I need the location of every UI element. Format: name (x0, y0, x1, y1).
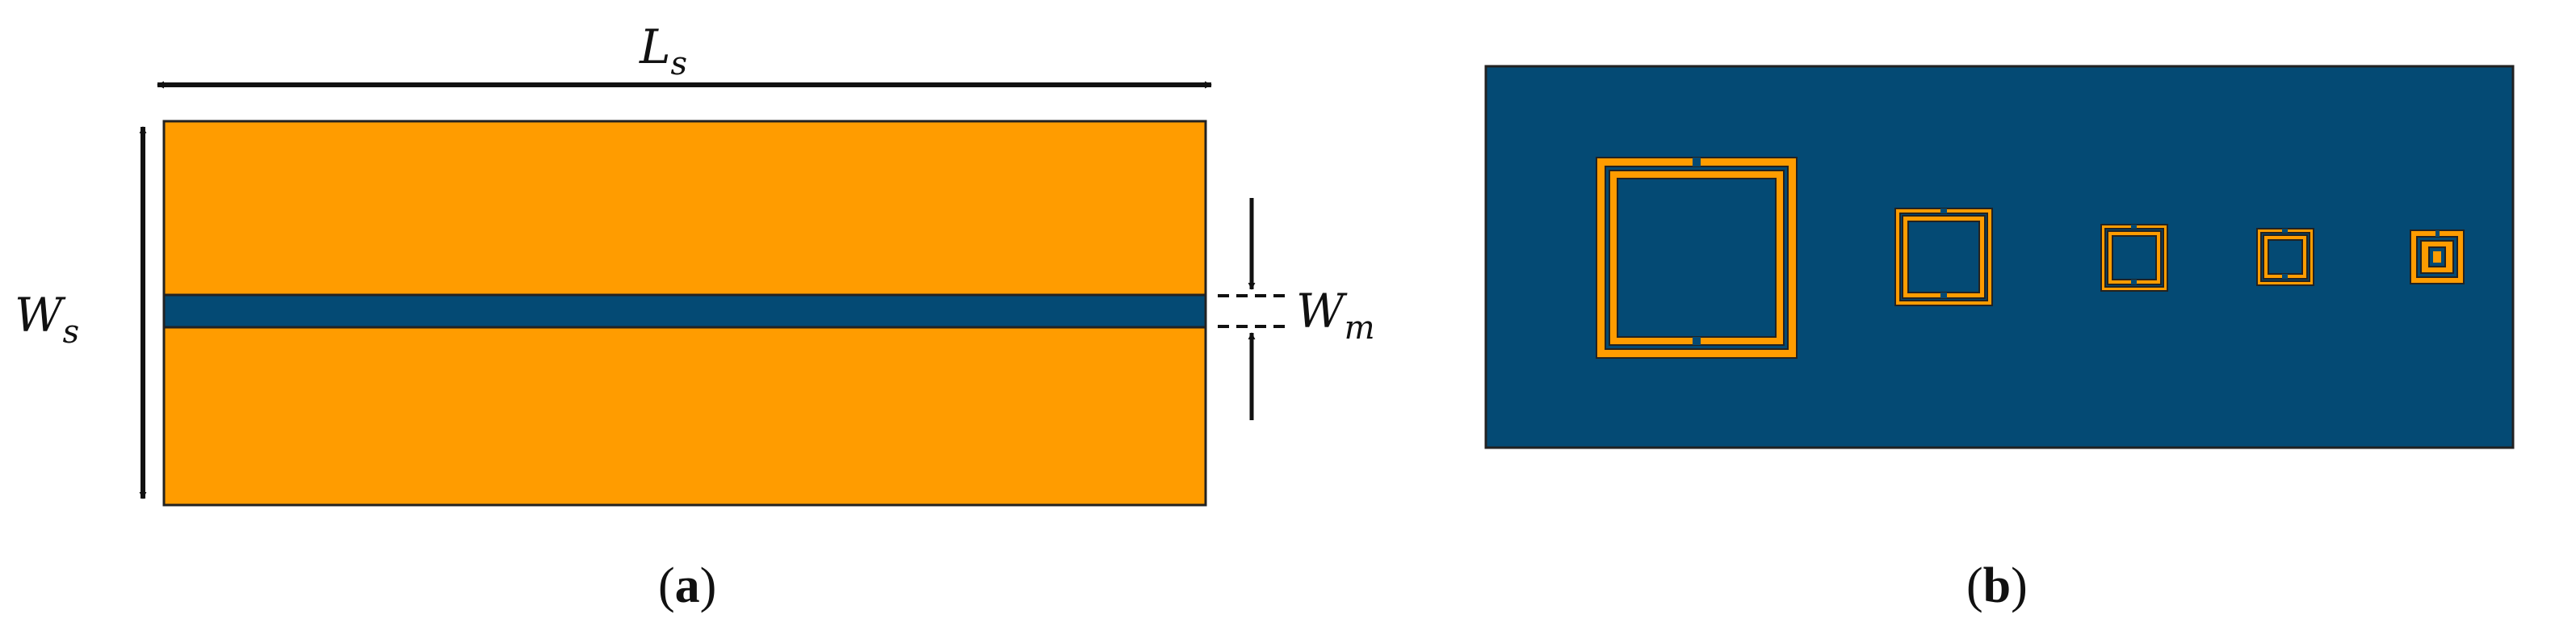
resonator-3 (2100, 224, 2168, 292)
substrate-bottom (162, 326, 1207, 507)
panel-a: Ls Ws Wm (a) (15, 19, 1375, 613)
panel-b: (b) (1484, 65, 2515, 613)
resonator-5 (2410, 229, 2465, 284)
width-label: Ws (15, 288, 79, 351)
caption-b: (b) (1966, 558, 2028, 613)
length-label: Ls (639, 19, 687, 82)
substrate-top (162, 120, 1207, 297)
microstrip-line (162, 293, 1207, 329)
microstrip-width-label: Wm (1296, 284, 1375, 347)
resonator-1 (1596, 157, 1798, 359)
resonator-2 (1894, 208, 1993, 306)
caption-a: (a) (658, 558, 716, 613)
resonator-4 (2256, 228, 2314, 286)
